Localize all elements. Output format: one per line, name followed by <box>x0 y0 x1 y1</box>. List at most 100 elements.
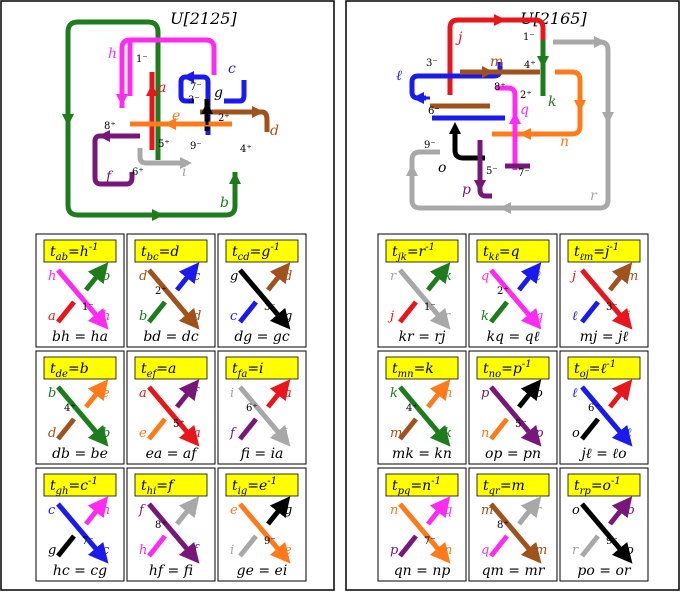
crossing-9: 9⁻ <box>190 141 202 152</box>
cell-crossing-label: 2⁺ <box>497 286 509 297</box>
label-top-right: c <box>193 269 201 284</box>
label-bottom-right: p <box>535 426 544 441</box>
under-strand-in <box>266 379 291 409</box>
crossing-r2: 2⁺ <box>520 90 532 101</box>
label-top-left: e <box>230 503 238 518</box>
over-strand <box>147 268 200 330</box>
label-bottom-right: e <box>284 543 292 558</box>
cell-crossing-label: 3⁻ <box>264 302 276 313</box>
under-strand-out <box>238 300 258 324</box>
cell-title: tkℓ=q <box>483 244 520 263</box>
cell-relation: mj = jℓ <box>580 329 629 345</box>
crossing-6: 6⁺ <box>132 167 144 178</box>
arc-c2 <box>224 80 247 104</box>
cell-crossing-label: 8⁺ <box>497 520 509 531</box>
over-strand <box>580 268 633 330</box>
arc-i <box>137 148 188 166</box>
cell-frame <box>468 233 558 348</box>
left-knot <box>65 19 270 218</box>
cell-relation: ge = ei <box>237 563 288 579</box>
label-bottom-right: d <box>193 309 201 324</box>
cell-crossing-label: 5⁺ <box>173 419 185 430</box>
crossing-r1: 1⁻ <box>523 32 535 43</box>
crossing-2: 2⁺ <box>218 113 230 124</box>
label-bottom-left: q <box>481 543 489 558</box>
cell-relation: qn = np <box>394 563 451 579</box>
cell-title: tcd=g-1 <box>232 242 280 263</box>
label-bottom-right: o <box>626 543 634 558</box>
label-bottom-right: i <box>284 426 288 441</box>
cell-crossing-label: 1⁻ <box>424 302 436 313</box>
crossing-5: 5⁺ <box>158 139 170 150</box>
under-strand-in <box>175 262 200 292</box>
under-strand-out <box>580 534 600 558</box>
label-top-left: ℓ <box>572 386 578 401</box>
crossing-r8: 8⁺ <box>494 82 506 93</box>
arc-label-k: k <box>548 94 556 110</box>
under-strand-out <box>238 534 258 558</box>
left-panel-frame <box>0 0 335 591</box>
label-top-right: k <box>444 269 452 284</box>
cell-frame <box>559 233 649 348</box>
cell-frame <box>377 233 467 348</box>
arc-label-o: o <box>438 160 446 176</box>
label-top-left: n <box>390 503 398 518</box>
over-strand <box>398 268 451 330</box>
cell-frame <box>559 467 649 582</box>
label-top-right: o <box>535 386 543 401</box>
under-strand-in <box>608 496 633 526</box>
over-strand <box>147 502 200 564</box>
crossing-4: 4⁺ <box>240 144 252 155</box>
cell-relation: kr = rj <box>399 329 446 345</box>
left-crossing-labels: 1⁻ 7⁻ 3⁻ 2⁺ 8⁺ 5⁺ 9⁻ 4⁺ 6⁺ <box>104 54 252 178</box>
cell-frame <box>126 350 216 465</box>
label-top-left: c <box>48 503 56 518</box>
label-top-left: i <box>230 386 234 401</box>
over-strand <box>489 268 542 330</box>
under-strand-out <box>580 300 600 324</box>
cell-crossing-label: 9⁻ <box>606 536 618 547</box>
over-strand <box>398 385 451 447</box>
label-bottom-left: b <box>139 309 147 324</box>
under-strand-in <box>608 262 633 292</box>
crossing-3: 3⁻ <box>188 95 200 106</box>
cell-title: toj=ℓ-1 <box>574 359 616 380</box>
cell-title-bg <box>385 473 459 497</box>
over-strand <box>56 268 109 330</box>
cell-title-bg <box>43 239 117 263</box>
cell-title-bg <box>385 356 459 380</box>
crossing-r6: 6⁻ <box>428 106 440 117</box>
cell-crossing-label: 2⁺ <box>155 286 167 297</box>
over-strand <box>238 502 291 564</box>
over-strand <box>238 385 291 447</box>
cell-title-bg <box>225 356 299 380</box>
cell-crossing-label: 7⁻ <box>424 536 436 547</box>
label-top-right: e <box>102 386 110 401</box>
cell-title-bg <box>43 356 117 380</box>
cell-relation: fi = ia <box>240 446 284 462</box>
cell-title-bg <box>476 473 550 497</box>
arc-label-l: ℓ <box>396 68 402 84</box>
arc-label-n: n <box>560 134 569 150</box>
crossing-r9: 9⁻ <box>424 140 436 151</box>
arc-label-q: q <box>520 102 529 118</box>
label-bottom-left: r <box>572 543 579 558</box>
under-strand-in <box>426 262 451 292</box>
cell-crossing-label: 3⁻ <box>606 302 618 313</box>
under-strand-in <box>175 496 200 526</box>
cell-crossing-label: 7⁻ <box>82 536 94 547</box>
arc-label-m: m <box>490 54 503 70</box>
arc-label-d: d <box>270 123 279 139</box>
cell-frame <box>468 350 558 465</box>
right-knot <box>409 17 611 211</box>
label-bottom-left: e <box>139 426 147 441</box>
crossing-r5: 5⁻ <box>486 166 498 177</box>
cell-frame <box>126 467 216 582</box>
